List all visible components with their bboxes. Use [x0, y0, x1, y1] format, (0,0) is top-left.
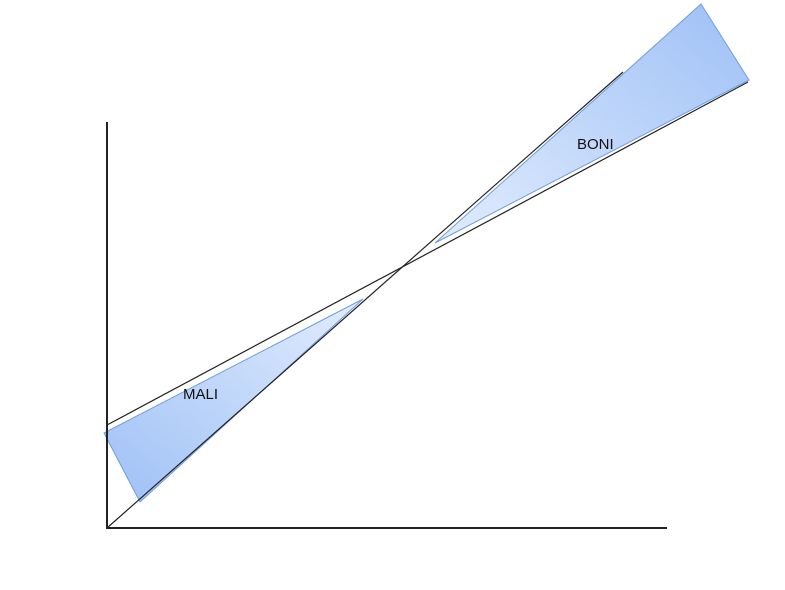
- mali-label: MALI: [183, 386, 218, 403]
- mali-region: [103, 298, 364, 503]
- steep-line: [106, 71, 624, 529]
- boni-region: [434, 3, 750, 244]
- boni-label: BONI: [577, 136, 614, 153]
- shallow-line: [106, 81, 749, 426]
